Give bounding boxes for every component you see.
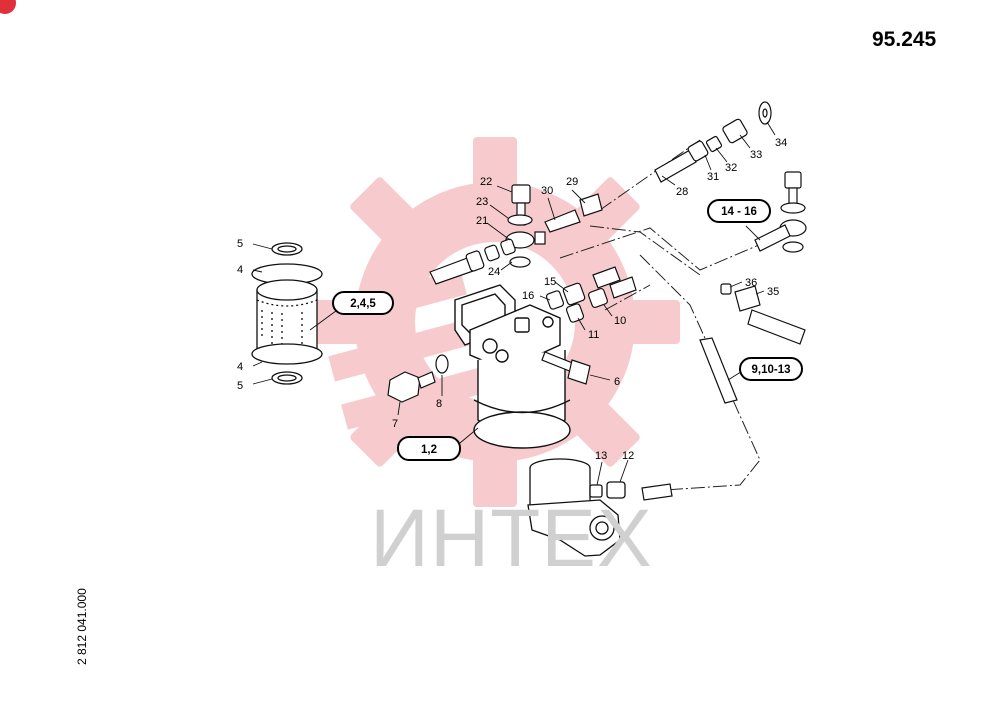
part-label: 8 — [436, 398, 442, 410]
callout-text: 14 - 16 — [721, 206, 757, 218]
fuel-lines — [559, 139, 781, 491]
fuel-pipes — [641, 337, 738, 501]
part-label: 6 — [614, 376, 620, 388]
part-label: 29 — [566, 176, 578, 188]
corner-logo — [0, 0, 16, 14]
banjo-bolt-right — [754, 171, 807, 253]
callout-text: 9,10-13 — [751, 364, 790, 376]
part-label: 33 — [750, 149, 762, 161]
callout-1-2[interactable]: 1,2 — [397, 436, 461, 461]
part-label: 4 — [237, 264, 243, 276]
part-label: 5 — [237, 380, 243, 392]
part-label: 13 — [595, 450, 607, 462]
callout-14-16[interactable]: 14 - 16 — [707, 199, 771, 223]
watermark-text: ИНТЕХ — [370, 493, 653, 584]
part-label: 4 — [237, 361, 243, 373]
part-label: 30 — [541, 185, 553, 197]
part-label: 34 — [775, 137, 787, 149]
part-label: 23 — [476, 196, 488, 208]
banjo-fittings — [429, 184, 603, 285]
part-label: 31 — [707, 171, 719, 183]
part-label: 36 — [745, 277, 757, 289]
callout-text: 1,2 — [421, 444, 437, 456]
part-label: 10 — [614, 315, 626, 327]
callout-text: 2,4,5 — [350, 298, 376, 310]
page-number: 95.245 — [872, 28, 937, 51]
callout-9-10-13[interactable]: 9,10-13 — [739, 357, 803, 381]
part-number-labels: 5 4 4 5 22 23 21 24 30 29 28 31 32 33 34… — [237, 137, 787, 462]
pipe-fittings-top-right — [654, 101, 772, 183]
part-label: 28 — [676, 186, 688, 198]
part-label: 7 — [392, 418, 398, 430]
part-label: 5 — [237, 238, 243, 250]
leader-lines — [252, 121, 776, 486]
part-label: 21 — [476, 215, 488, 227]
document-code: 2 812 041.000 — [75, 588, 89, 665]
part-label: 32 — [725, 162, 737, 174]
callout-2-4-5[interactable]: 2,4,5 — [332, 291, 394, 315]
filter-cartridge — [251, 242, 323, 385]
part-label: 24 — [488, 266, 500, 278]
connector-fittings — [545, 266, 806, 345]
part-label: 11 — [588, 329, 599, 341]
part-label: 22 — [480, 176, 492, 188]
part-label: 12 — [622, 450, 634, 462]
filter-housing — [454, 284, 571, 449]
bolts-and-washers — [387, 351, 591, 403]
part-label: 15 — [544, 276, 556, 288]
part-label: 35 — [767, 286, 779, 298]
part-label: 16 — [522, 290, 534, 302]
fuel-lift-pump — [527, 458, 626, 557]
